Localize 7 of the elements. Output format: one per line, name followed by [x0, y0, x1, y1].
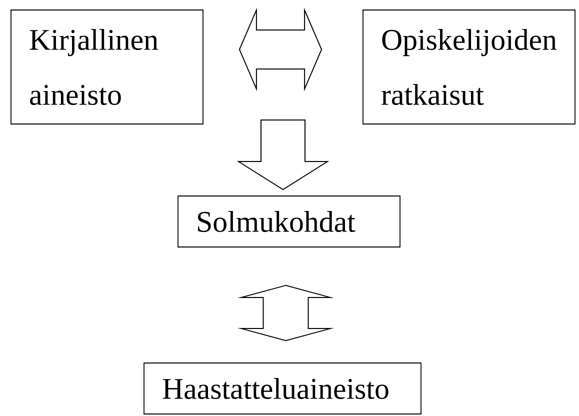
text-box: Opiskelijoiden ratkaisut — [362, 10, 576, 124]
text-box: Kirjallinen aineisto — [10, 10, 204, 124]
block-arrow — [238, 284, 334, 342]
block-arrow — [238, 8, 322, 92]
text-box: Haastatteluaineisto — [144, 362, 422, 414]
block-arrow — [236, 120, 330, 190]
text-box: Solmukohdat — [178, 196, 400, 248]
